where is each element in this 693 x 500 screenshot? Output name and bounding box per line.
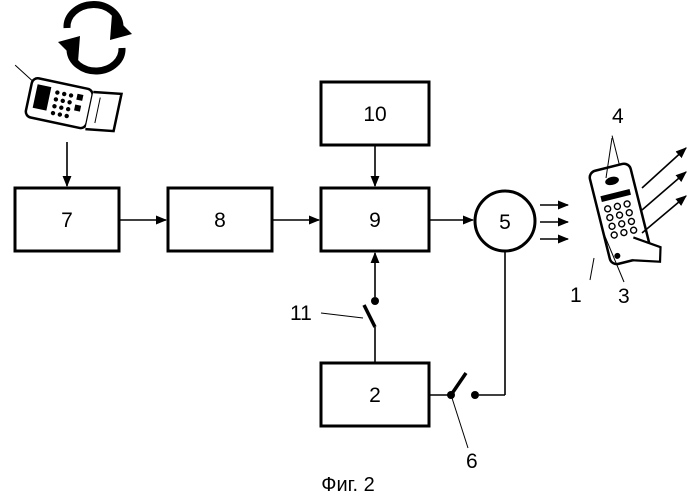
figure-caption: Фиг. 2: [321, 474, 374, 496]
circle-label: 5: [499, 211, 511, 234]
block-label: 8: [214, 209, 226, 232]
block-label: 2: [369, 384, 381, 407]
block-10: 10: [321, 82, 429, 145]
block-9: 9: [321, 188, 429, 251]
block-label: 7: [61, 209, 73, 232]
phone-label-3: 3: [618, 285, 630, 308]
phone-label-1: 1: [570, 284, 582, 307]
rotate-arrows-icon: [58, 5, 132, 71]
block-7: 7: [15, 188, 119, 251]
block-label: 10: [363, 103, 386, 126]
switch-6: 6: [429, 251, 505, 473]
block-8: 8: [168, 188, 272, 251]
switch-11: 11: [290, 253, 379, 363]
block-label: 9: [369, 209, 381, 232]
input-arrows: [540, 205, 568, 239]
block-2: 2: [321, 363, 429, 426]
circle-5: 5: [475, 191, 535, 251]
radiation-arrows-icon: [642, 148, 686, 233]
phone-label-4: 4: [612, 105, 624, 128]
mobile-phone-icon: [5, 65, 123, 135]
switch-6-label: 6: [466, 450, 478, 473]
switch-11-label: 11: [290, 302, 312, 325]
